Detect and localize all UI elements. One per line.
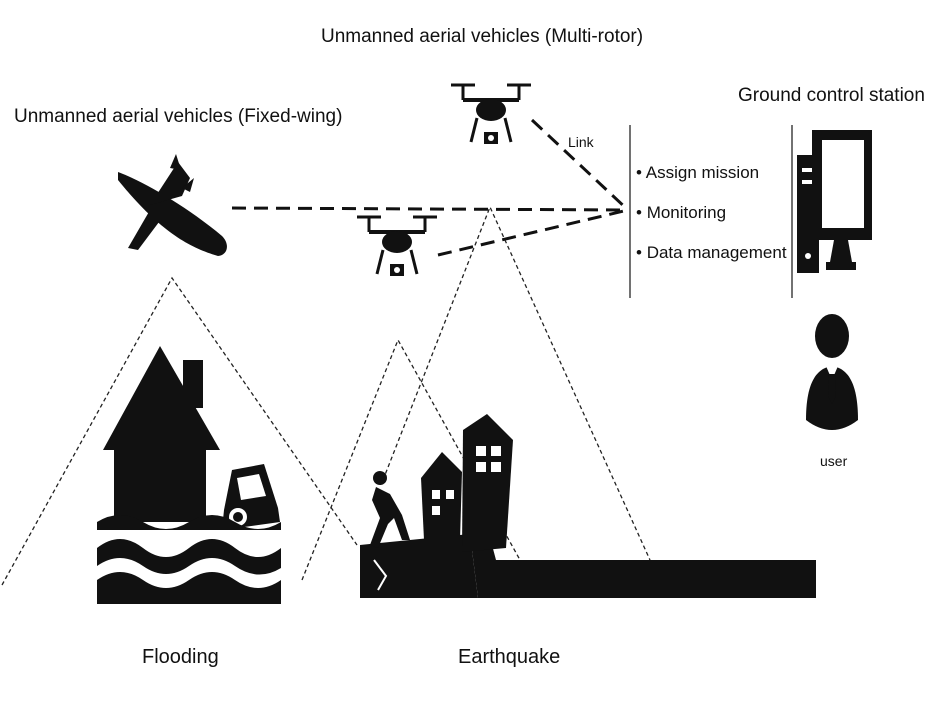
task-monitoring: • Monitoring <box>636 203 727 222</box>
task-label: Data management <box>646 243 787 262</box>
flood-waves-icon <box>97 515 281 604</box>
earthquake-scene <box>360 414 816 598</box>
task-assign-mission: • Assign mission <box>636 163 760 182</box>
fixed-wing-title: Unmanned aerial vehicles (Fixed-wing) <box>14 106 343 127</box>
collapsed-building-icon <box>421 414 513 552</box>
multi-rotor-title: Unmanned aerial vehicles (Multi-rotor) <box>321 26 644 47</box>
fixed-wing-drone-icon <box>118 154 227 256</box>
cracked-ground <box>360 534 478 598</box>
quadcopter-drone-icon-2 <box>357 215 437 276</box>
flood-scene <box>97 346 281 604</box>
coverage-fixed-wing <box>1 276 358 586</box>
quadcopter-drone-icon <box>451 83 531 144</box>
link-line-fixed-wing <box>231 206 629 212</box>
car-icon <box>222 464 280 530</box>
link-line-multirotor-bottom <box>437 208 629 257</box>
task-data-management: • Data management <box>636 243 787 262</box>
ground-station-title: Ground control station <box>738 85 925 106</box>
user-label: user <box>820 453 848 469</box>
desktop-computer-icon <box>791 125 872 298</box>
task-label: Assign mission <box>645 163 760 182</box>
house-icon <box>103 346 220 522</box>
earthquake-label: Earthquake <box>458 646 561 668</box>
falling-person-icon <box>370 471 410 548</box>
coverage-areas <box>1 205 651 586</box>
task-label: Monitoring <box>646 203 727 222</box>
communication-links <box>231 118 630 257</box>
link-label: Link <box>568 134 594 150</box>
coverage-multirotor-low <box>301 338 521 581</box>
road <box>486 560 816 598</box>
flooding-label: Flooding <box>142 646 219 668</box>
user-person-icon <box>806 314 858 430</box>
